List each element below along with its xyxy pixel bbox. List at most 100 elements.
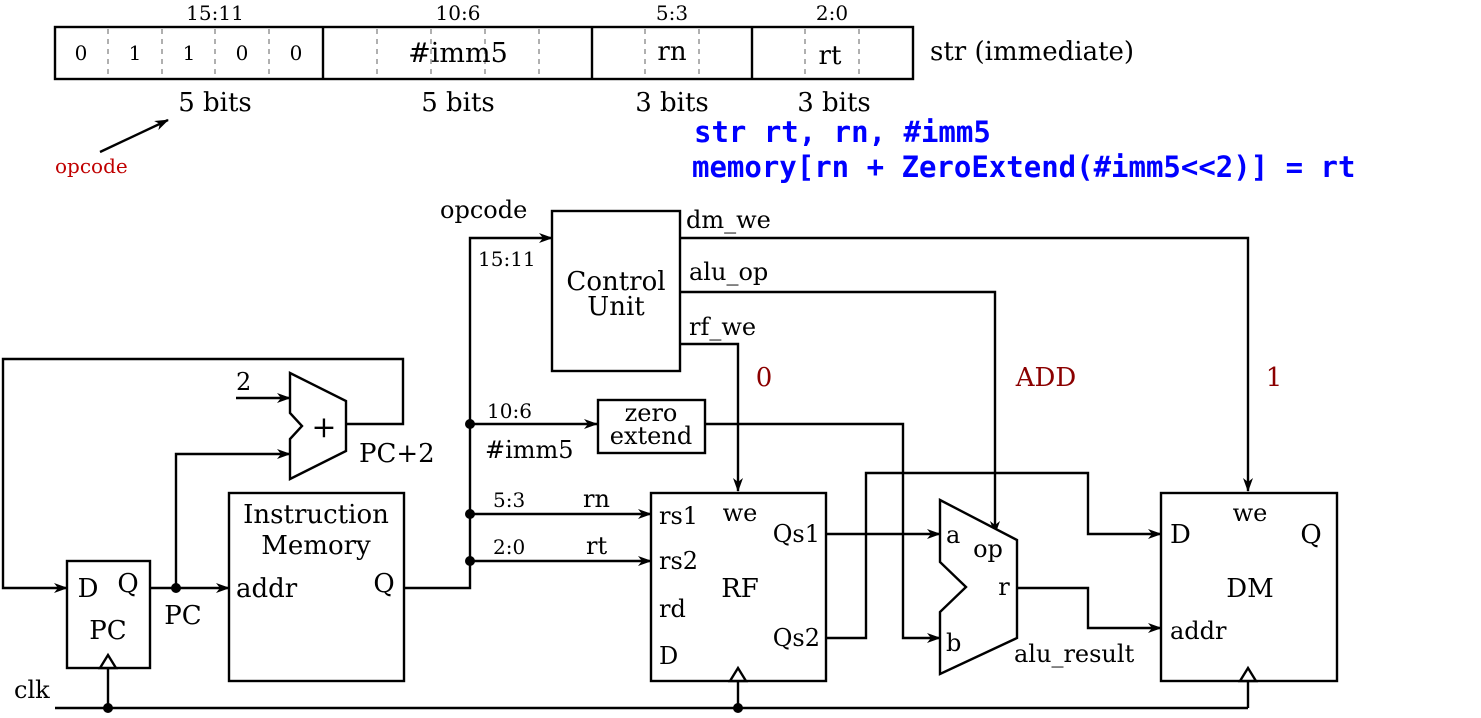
rt-bits-label: 2:0 [493,535,525,559]
width-imm5: 5 bits [421,88,495,118]
range-10-6: 10:6 [436,1,481,25]
rf-qs2-port: Qs2 [773,624,820,652]
instruction-memory: Instruction Memory addr Q [227,491,406,683]
imem-box [227,491,406,683]
opcode-bit: 0 [75,41,88,65]
rt-label: rt [586,532,607,560]
alu-op-wire [680,290,1000,535]
rn-bits-label: 5:3 [493,488,525,512]
pc-feedback-wire [1,357,405,593]
junction-dot [465,556,475,566]
width-opcode: 5 bits [178,88,252,118]
rf-we-port: we [723,499,758,527]
zero-extend-label: zero [625,399,678,427]
width-rn: 3 bits [635,88,709,118]
opcode-bit: 0 [290,41,303,65]
rn-field: rn [657,37,686,67]
opcode-bit: 1 [183,41,196,65]
pc-to-adder-wire [174,449,291,588]
pc-out-label: PC [164,601,201,631]
imm5-label: #imm5 [485,436,574,464]
opcode-bits-label: 15:11 [478,247,536,271]
program-counter: D Q PC [65,559,152,670]
register-file: rs1 rs2 rd D we Qs1 Qs2 RF [649,491,828,683]
opcode-annotation: opcode [55,154,128,178]
clock-triangle [1237,665,1259,683]
alu-result-wire [1017,586,1162,633]
width-rt: 3 bits [797,88,871,118]
dm-we-wire [680,236,1253,492]
junction-dot [103,703,113,713]
dm-we-label: dm_we [686,206,771,234]
alu-op-port: op [973,535,1003,563]
alu: a b op r [938,498,1019,676]
rf-rs2-port: rs2 [659,547,698,575]
pc-q-port: Q [117,569,138,599]
clock-triangle [727,665,749,683]
zero-extend-box [596,398,707,455]
extend-to-alu-wire [705,422,941,643]
wires [1,233,1253,713]
junction-dot [465,419,475,429]
adder-symbol: + [311,410,336,445]
pc-register-name: PC [89,616,126,646]
dm-d-port: D [1170,520,1191,550]
rf-we-label: rf_we [689,313,756,341]
clock-triangle [97,652,119,670]
qs2-to-dm-wire [826,471,1162,640]
control-unit-label: Unit [587,292,645,322]
junction-dot [171,583,181,593]
pc-plus-2-label: PC+2 [359,439,435,469]
opcode-wire [404,233,553,590]
wire-labels: opcode 15:11 dm_we alu_op rf_we 0 ADD 1 … [14,196,1282,704]
junction-dot [733,703,743,713]
pc-adder: + [288,371,348,481]
alu-b-port: b [946,629,961,657]
rf-rd-port: rd [659,595,686,623]
rf-qs1-port: Qs1 [773,520,820,548]
dm-addr-port: addr [1170,617,1227,645]
control-unit-label: Control [566,267,665,297]
imm5-field: #imm5 [408,38,508,69]
zero-extend: zero extend [596,398,707,455]
rn-label: rn [583,485,610,513]
adder-const-label: 2 [236,368,251,396]
alu-op-label: alu_op [689,258,768,286]
assembly-syntax: str rt, rn, #imm5 [694,115,991,149]
alu-shape [938,498,1019,676]
adder-shape [288,371,348,481]
range-15-11: 15:11 [186,1,244,25]
zero-extend-label: extend [610,422,692,450]
pc-d-port: D [78,574,99,604]
rf-rs1-port: rs1 [659,502,698,530]
opcode-label: opcode [440,196,527,224]
imem-addr-port: addr [236,574,298,604]
control-unit: Control Unit [550,209,682,373]
alu-r-port: r [998,573,1010,601]
pc-register-box [65,559,152,670]
instruction-encoding: 15:11 10:6 5:3 2:0 0 1 1 0 0 #imm5 rn rt… [53,1,1134,178]
clk-label: clk [14,676,50,704]
rf-name: RF [721,574,759,604]
imem-title: Instruction [243,500,389,530]
assembly-semantics: memory[rn + ZeroExtend(#imm5<<2)] = rt [692,150,1355,184]
opcode-bit: 1 [129,41,142,65]
dm-q-port: Q [1300,520,1321,550]
opcode-bit: 0 [236,41,249,65]
junction-dot [465,509,475,519]
rf-d-port: D [659,642,678,670]
dm-we-value: 1 [1266,363,1283,393]
dm-we-port: we [1233,499,1268,527]
alu-result-label: alu_result [1014,640,1135,668]
control-unit-box [550,209,682,373]
opcode-pointer-arrow [99,118,169,154]
alu-op-value: ADD [1015,363,1076,393]
rf-we-wire [680,342,743,492]
rt-field: rt [819,41,842,71]
data-memory: D we Q DM addr [1159,491,1339,683]
imem-title: Memory [261,531,371,561]
imm-bits-label: 10:6 [487,399,532,423]
alu-a-port: a [946,521,960,549]
instruction-name: str (immediate) [930,37,1134,67]
